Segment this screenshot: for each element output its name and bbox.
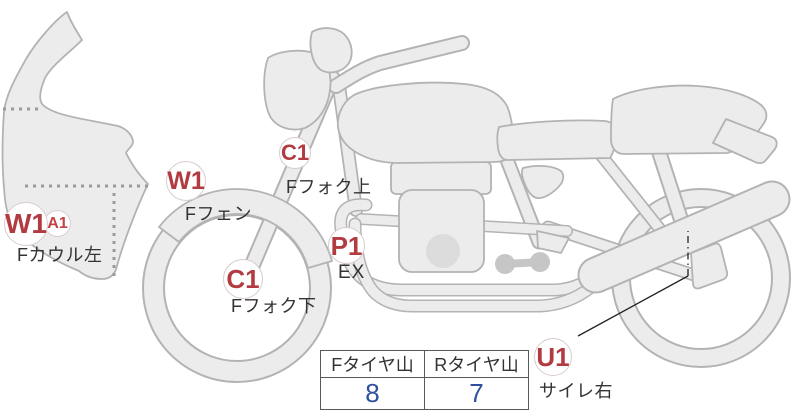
marker-label-fork-lower: Fフォク下: [231, 296, 317, 316]
marker-w1-front-cowl: W1: [4, 202, 48, 246]
silencer: [577, 180, 791, 294]
tail-flap: [712, 118, 778, 165]
engine-cover-circle: [426, 234, 460, 268]
marker-label-silencer: サイレ右: [539, 381, 613, 401]
tire-table-header-rear: Rタイヤ山: [424, 350, 529, 378]
marker-label-front-fender: Fフェン: [185, 204, 252, 224]
tire-tread-table: Fタイヤ山 Rタイヤ山 8 7: [320, 350, 529, 410]
marker-u1-silencer: U1: [534, 338, 572, 376]
fuel-tank: [337, 81, 514, 164]
marker-p1-code: P1: [330, 230, 363, 261]
instrument-cluster: [309, 27, 353, 74]
engine: [390, 161, 570, 273]
marker-label-fork-upper: Fフォク上: [286, 177, 372, 197]
marker-c1-fork-lower: C1: [223, 259, 263, 299]
foot-peg-bar: [495, 252, 550, 274]
marker-label-front-cowl: Fカウル左: [17, 245, 103, 265]
marker-label-exhaust: EX: [338, 262, 366, 283]
tire-table-header-front: Fタイヤ山: [320, 350, 425, 378]
marker-w1-fender-code: W1: [167, 166, 205, 195]
marker-a1-front-cowl: A1: [44, 210, 71, 237]
marker-c1-lower-code: C1: [226, 264, 260, 294]
side-cover: [521, 164, 565, 199]
marker-c1-fork-upper: C1: [279, 137, 311, 169]
exhaust-pipes: [334, 198, 602, 313]
seat: [496, 119, 617, 161]
marker-p1-exhaust: P1: [328, 227, 365, 264]
muffler-bracket: [690, 242, 729, 290]
frame-and-fork-tubes: [234, 35, 707, 296]
rear-seat-cowl: [610, 84, 778, 165]
marker-c1-upper-code: C1: [280, 140, 310, 165]
silencer-leader-line: [577, 231, 689, 337]
front-fender-shape: [158, 188, 333, 269]
marker-w1-cowl-code: W1: [5, 208, 47, 239]
tire-table-value-front: 8: [320, 377, 425, 410]
tire-table-value-rear: 7: [424, 377, 529, 410]
marker-w1-front-fender: W1: [166, 161, 206, 201]
swingarm-pivot-plate: [536, 230, 570, 254]
marker-a1-code: A1: [47, 214, 68, 232]
headlight: [263, 27, 353, 131]
marker-u1-code: U1: [536, 342, 570, 372]
